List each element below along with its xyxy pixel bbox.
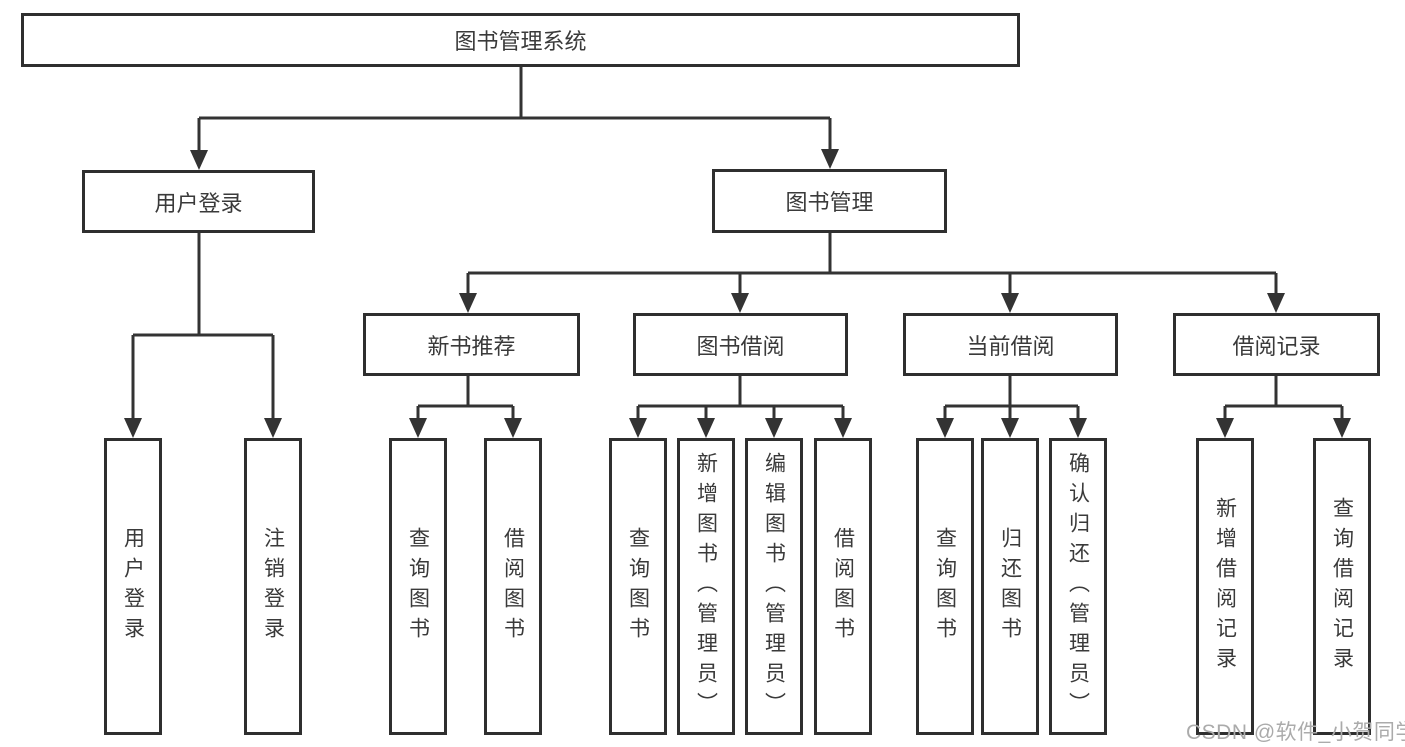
node-book-borrowing: 图书借阅: [633, 313, 848, 376]
node-label: 查询借阅记录: [1330, 496, 1354, 677]
leaf-current-confirm-return-admin: 确认归还（管理员）: [1049, 438, 1107, 735]
leaf-current-return-books: 归还图书: [981, 438, 1039, 735]
node-label: 当前借阅: [966, 333, 1055, 359]
leaf-logout: 注销登录: [244, 438, 302, 735]
node-label: 归还图书: [998, 526, 1022, 647]
leaf-recommend-query-books: 查询图书: [389, 438, 447, 735]
node-label: 用户登录: [154, 190, 243, 216]
node-label: 查询图书: [933, 526, 957, 647]
node-book-management: 图书管理: [712, 169, 947, 233]
node-label: 借阅记录: [1232, 333, 1321, 359]
leaf-borrowing-borrow-books: 借阅图书: [814, 438, 872, 735]
node-borrowing-records: 借阅记录: [1173, 313, 1380, 376]
leaf-borrowing-add-books-admin: 新增图书（管理员）: [677, 438, 735, 735]
node-label: 编辑图书（管理员）: [762, 451, 786, 722]
node-label: 用户登录: [121, 526, 145, 647]
leaf-current-query-books: 查询图书: [916, 438, 974, 735]
node-label: 借阅图书: [831, 526, 855, 647]
leaf-records-add-record: 新增借阅记录: [1196, 438, 1254, 735]
node-label: 图书管理: [785, 190, 874, 215]
node-label: 确认归还（管理员）: [1066, 451, 1090, 722]
node-new-book-recommend: 新书推荐: [363, 313, 580, 376]
leaf-records-query-record: 查询借阅记录: [1313, 438, 1371, 735]
node-label: 新增借阅记录: [1213, 496, 1237, 677]
node-label: 图书管理系统: [454, 29, 587, 54]
node-label: 查询图书: [626, 526, 650, 647]
node-label: 注销登录: [261, 526, 285, 647]
leaf-borrowing-edit-books-admin: 编辑图书（管理员）: [745, 438, 803, 735]
node-current-borrowing: 当前借阅: [903, 313, 1118, 376]
leaf-user-login: 用户登录: [104, 438, 162, 735]
node-root-library-system: 图书管理系统: [21, 13, 1020, 67]
leaf-recommend-borrow-books: 借阅图书: [484, 438, 542, 735]
node-label: 新书推荐: [427, 333, 516, 359]
leaf-borrowing-query-books: 查询图书: [609, 438, 667, 735]
node-label: 借阅图书: [501, 526, 525, 647]
node-label: 图书借阅: [696, 333, 785, 359]
csdn-watermark: CSDN @软件_小贺同学: [1186, 721, 1405, 744]
node-label: 新增图书（管理员）: [694, 451, 718, 722]
node-label: 查询图书: [406, 526, 430, 647]
node-user-login: 用户登录: [82, 170, 315, 233]
